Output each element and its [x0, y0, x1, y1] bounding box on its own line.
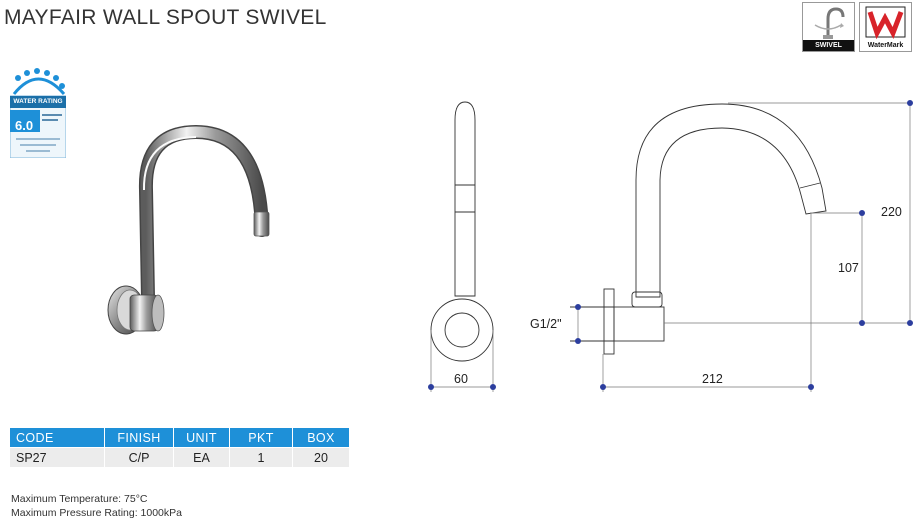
cell-unit: EA: [173, 447, 230, 467]
product-photo: [107, 124, 270, 335]
note-max-temperature: Maximum Temperature: 75°C: [11, 493, 148, 505]
col-header-finish: FINISH: [104, 428, 174, 448]
dim-107-label: 107: [838, 261, 859, 275]
spec-table: CODE FINISH UNIT PKT BOX SP27 C/P EA 1 2…: [10, 428, 350, 467]
dim-point: [428, 384, 434, 390]
note-max-pressure: Maximum Pressure Rating: 1000kPa: [11, 507, 182, 519]
dim-point: [575, 304, 581, 310]
side-view-flange: [430, 298, 494, 362]
dim-point: [859, 210, 865, 216]
dim-thread-label: G1/2": [530, 317, 562, 331]
front-view-spout: [635, 103, 827, 298]
dim-point: [575, 338, 581, 344]
table-row: SP27 C/P EA 1 20: [10, 447, 350, 467]
dim-point: [490, 384, 496, 390]
dim-220-label: 220: [881, 205, 902, 219]
dim-point: [600, 384, 606, 390]
spec-notes: Maximum Temperature: 75°C Maximum Pressu…: [11, 492, 182, 520]
col-header-unit: UNIT: [173, 428, 230, 448]
cell-pkt: 1: [229, 447, 293, 467]
watermark-logo-icon: [865, 6, 906, 40]
dim-point: [859, 320, 865, 326]
dim-60-label: 60: [454, 372, 468, 386]
dim-point: [907, 320, 913, 326]
watermark-badge: WaterMark: [859, 2, 912, 52]
table-header-row: CODE FINISH UNIT PKT BOX: [10, 428, 350, 448]
water-rating-title: WATER RATING: [13, 98, 63, 105]
side-view-spout: [454, 101, 476, 297]
dim-point: [907, 100, 913, 106]
swivel-badge: SWIVEL: [802, 2, 855, 52]
front-view-collar: [631, 291, 663, 308]
cell-code: SP27: [10, 447, 105, 467]
dim-point: [808, 384, 814, 390]
cell-finish: C/P: [104, 447, 174, 467]
swivel-badge-label: SWIVEL: [803, 40, 854, 51]
front-view-wallplate: [603, 288, 615, 355]
col-header-box: BOX: [292, 428, 350, 448]
col-header-code: CODE: [10, 428, 105, 448]
dim-212-label: 212: [702, 372, 723, 386]
front-view-body: [613, 306, 665, 342]
water-rating-label: WATER RATING 6.0: [9, 68, 67, 159]
page-title: MAYFAIR WALL SPOUT SWIVEL: [4, 6, 327, 29]
watermark-badge-label: WaterMark: [860, 40, 911, 51]
swivel-tap-icon: [814, 7, 845, 39]
cell-box: 20: [292, 447, 350, 467]
water-rating-value: 6.0: [15, 118, 34, 133]
col-header-pkt: PKT: [229, 428, 293, 448]
